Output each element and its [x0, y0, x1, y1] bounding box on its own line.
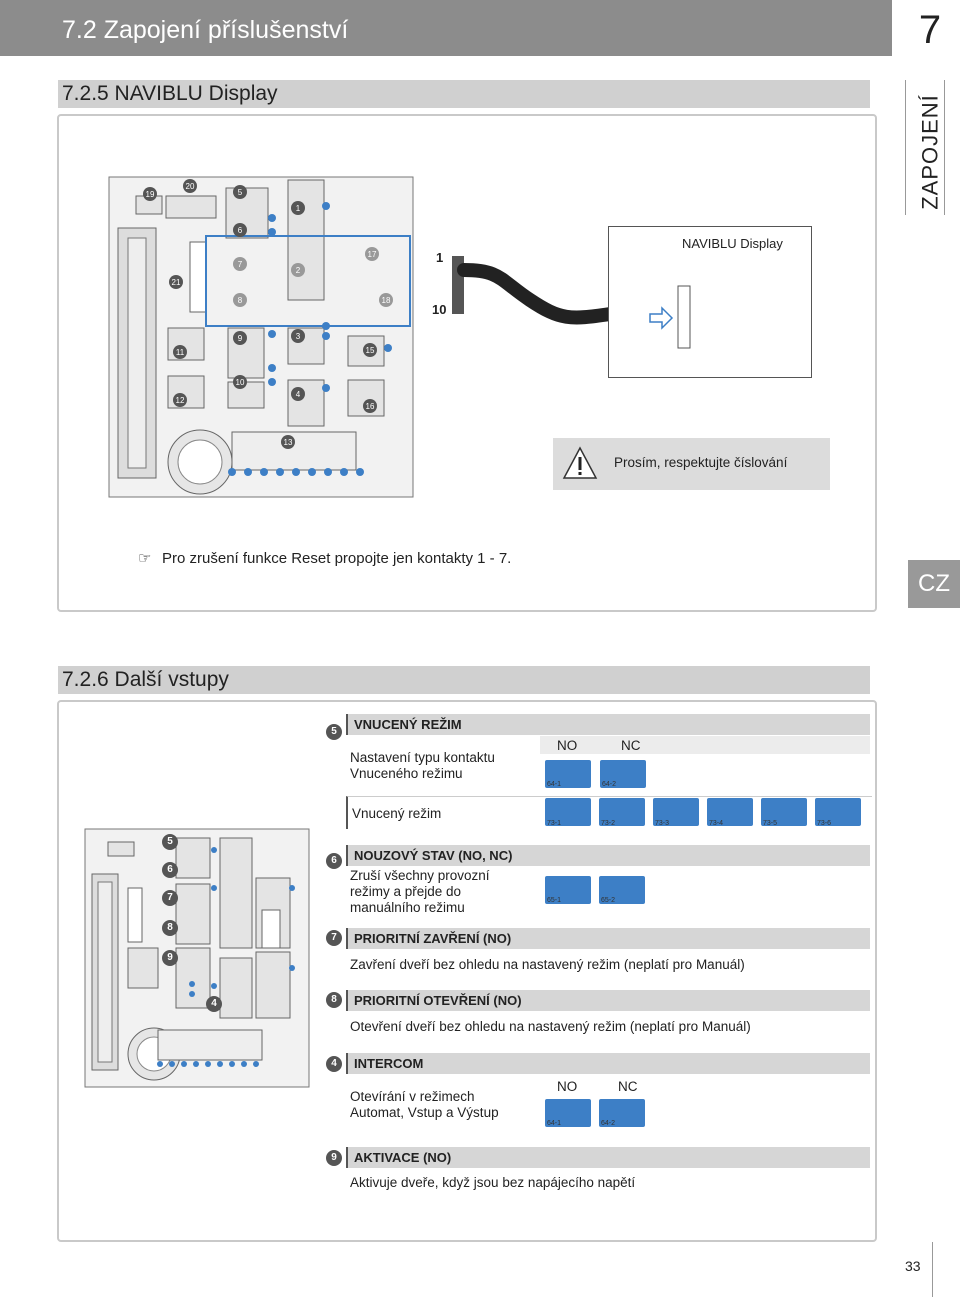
navi-panel: [57, 114, 877, 612]
board-badge-9: 9: [162, 950, 178, 966]
icon-label: 64-2: [602, 781, 617, 788]
control-board-diagram: 19 20 5 1 6 21 2 17 7 8 18 11 9 3 15 10 …: [108, 176, 414, 498]
col-no: NO: [557, 1079, 578, 1094]
note-hand-icon: ☞: [138, 550, 152, 567]
emergency-nc-icon: [599, 876, 645, 904]
svg-text:21: 21: [172, 278, 181, 287]
svg-text:3: 3: [296, 332, 301, 341]
reset-note: Pro zrušení funkce Reset propojte jen ko…: [162, 550, 512, 567]
mode-icon-3: [653, 798, 699, 826]
no-contact-icon: [545, 760, 591, 788]
row-text-emergency: Zruší všechny provozní režimy a přejde d…: [350, 868, 490, 915]
svg-text:6: 6: [238, 226, 243, 235]
mode-icon-5: [761, 798, 807, 826]
warning-icon: [562, 446, 598, 479]
icon-label: 65-1: [547, 897, 562, 904]
row-badge-7: 7: [326, 930, 342, 946]
icon-label: 64-1: [547, 781, 562, 788]
page-number-divider: [932, 1242, 933, 1297]
row-text-intercom: Otevírání v režimech Automat, Vstup a Vý…: [350, 1089, 499, 1120]
mode-icon-1: [545, 798, 591, 826]
icon-label: 64-2: [601, 1120, 616, 1127]
icon-label: 73-5: [763, 820, 778, 827]
row-text-forced-mode-select: Vnucený režim: [352, 806, 442, 821]
row-title-priority-close: PRIORITNÍ ZAVŘENÍ (NO): [346, 928, 870, 949]
nc-contact-icon: [600, 760, 646, 788]
row-badge-5: 5: [326, 724, 342, 740]
inputs-board-diagram: [84, 828, 310, 1088]
row-text-forced-mode: Nastavení typu kontaktu Vnuceného režimu: [350, 750, 495, 781]
emergency-no-icon: [545, 876, 591, 904]
svg-text:4: 4: [296, 390, 301, 399]
col-nc: NC: [618, 1079, 638, 1094]
mode-icon-4: [707, 798, 753, 826]
inputs-panel: [57, 700, 877, 1242]
chapter-number: 7: [918, 8, 942, 52]
svg-text:9: 9: [238, 334, 243, 343]
svg-text:8: 8: [238, 296, 243, 305]
svg-text:2: 2: [296, 266, 301, 275]
board-badge-7: 7: [162, 890, 178, 906]
icon-label: 73-3: [655, 820, 670, 827]
intercom-nc-icon: [599, 1099, 645, 1127]
row-title-forced-mode: VNUCENÝ REŽIM: [346, 714, 870, 735]
mode-icon-6: [815, 798, 861, 826]
warning-box: [553, 438, 830, 490]
connector-end-left: 10: [432, 302, 447, 317]
svg-text:16: 16: [366, 402, 375, 411]
row-text-activation: Aktivuje dveře, když jsou bez napájecího…: [350, 1175, 636, 1190]
svg-text:15: 15: [366, 346, 375, 355]
forced-mode-row: [346, 796, 872, 829]
mode-icon-2: [599, 798, 645, 826]
svg-text:19: 19: [146, 190, 155, 199]
side-tab: [905, 80, 945, 215]
icon-label: 64-1: [547, 1120, 562, 1127]
section-title-inputs: 7.2.6 Další vstupy: [58, 666, 870, 694]
navi-display-device: [608, 226, 812, 378]
row-title-emergency: NOUZOVÝ STAV (NO, NC): [346, 845, 870, 866]
board-badge-5: 5: [162, 834, 178, 850]
page-number: 33: [905, 1258, 921, 1274]
board-badge-4: 4: [206, 996, 222, 1012]
no-nc-header: [540, 736, 870, 754]
svg-text:11: 11: [176, 348, 185, 357]
icon-label: 73-6: [817, 820, 832, 827]
icon-label: 73-4: [709, 820, 724, 827]
svg-text:20: 20: [186, 182, 195, 191]
device-label: NAVIBLU Display: [682, 236, 783, 251]
col-nc: NC: [621, 738, 641, 753]
svg-text:17: 17: [368, 250, 377, 259]
row-title-activation: AKTIVACE (NO): [346, 1147, 870, 1168]
connector-start-left: 1: [436, 250, 444, 265]
row-badge-6: 6: [326, 853, 342, 869]
intercom-no-icon: [545, 1099, 591, 1127]
icon-label: 73-2: [601, 820, 616, 827]
row-text-priority-open: Otevření dveří bez ohledu na nastavený r…: [350, 1019, 751, 1034]
page-title: 7.2 Zapojení příslušenství: [62, 16, 349, 44]
svg-text:13: 13: [284, 438, 293, 447]
side-tab-label: ZAPOJENÍ: [917, 94, 943, 210]
svg-text:10: 10: [236, 378, 245, 387]
row-badge-8: 8: [326, 992, 342, 1008]
board-badge-8: 8: [162, 920, 178, 936]
row-title-priority-open: PRIORITNÍ OTEVŘENÍ (NO): [346, 990, 870, 1011]
col-no: NO: [557, 738, 578, 753]
svg-text:5: 5: [238, 188, 243, 197]
device-connector-icon: [649, 285, 691, 349]
svg-text:7: 7: [238, 260, 243, 269]
icon-label: 65-2: [601, 897, 616, 904]
row-badge-4: 4: [326, 1056, 342, 1072]
row-text-priority-close: Zavření dveří bez ohledu na nastavený re…: [350, 957, 745, 972]
svg-text:12: 12: [176, 396, 185, 405]
row-badge-9: 9: [326, 1150, 342, 1166]
board-badge-6: 6: [162, 862, 178, 878]
page-header: [0, 0, 892, 56]
warning-text: Prosím, respektujte číslování: [614, 455, 788, 470]
svg-text:1: 1: [296, 204, 301, 213]
svg-text:18: 18: [382, 296, 391, 305]
language-badge: CZ: [908, 560, 960, 608]
section-title-navi: 7.2.5 NAVIBLU Display: [58, 80, 870, 108]
row-title-intercom: INTERCOM: [346, 1053, 870, 1074]
icon-label: 73-1: [547, 820, 562, 827]
